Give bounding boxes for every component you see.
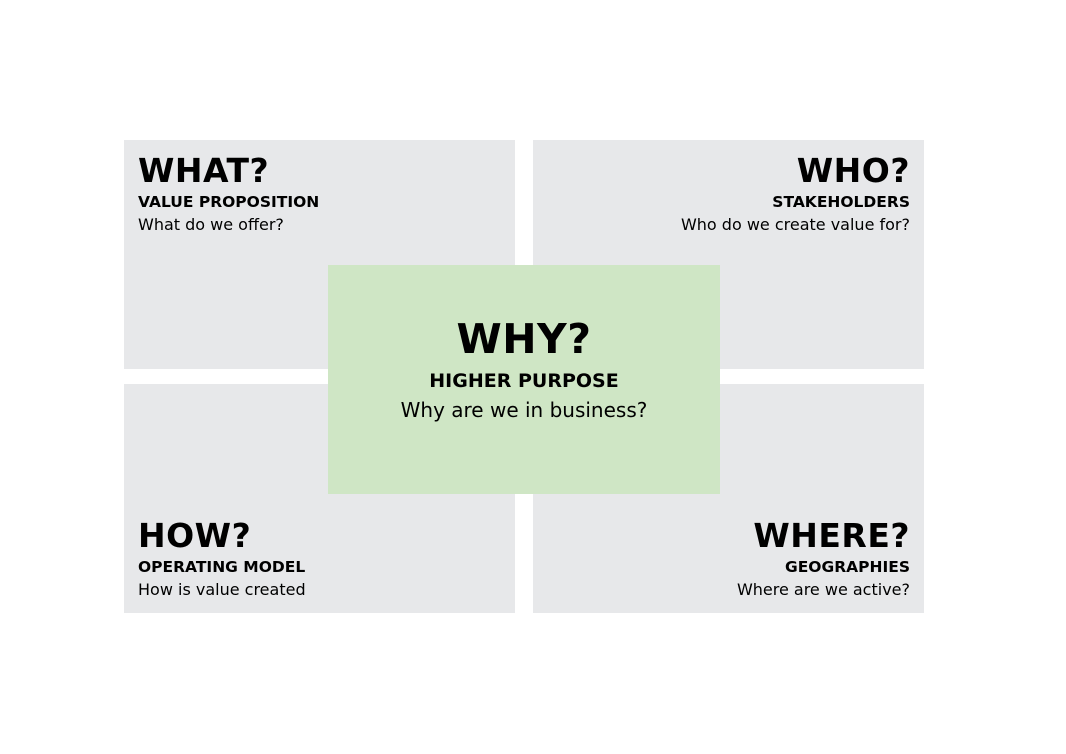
center-why: WHY? HIGHER PURPOSE Why are we in busine… xyxy=(328,265,720,494)
center-subtitle: HIGHER PURPOSE xyxy=(429,370,619,392)
quadrant-title: WHERE? xyxy=(753,516,910,555)
quadrant-subtitle: GEOGRAPHIES xyxy=(785,558,910,576)
quadrant-what: WHAT? VALUE PROPOSITION What do we offer… xyxy=(124,140,515,369)
quadrant-subtitle: OPERATING MODEL xyxy=(138,558,306,576)
quadrant-title: WHAT? xyxy=(138,151,270,190)
quadrant-description: What do we offer? xyxy=(138,215,284,234)
center-title: WHY? xyxy=(456,315,592,363)
quadrant-description: Who do we create value for? xyxy=(680,215,910,234)
quadrant-subtitle: VALUE PROPOSITION xyxy=(138,193,320,211)
quadrant-title: WHO? xyxy=(796,151,910,190)
quadrant-description: How is value created xyxy=(138,580,306,599)
quadrant-how: HOW? OPERATING MODEL How is value create… xyxy=(124,384,515,613)
quadrant-title: HOW? xyxy=(138,516,252,555)
quadrant-description: Where are we active? xyxy=(736,580,910,599)
quadrant-subtitle: STAKEHOLDERS xyxy=(772,193,910,211)
center-description: Why are we in business? xyxy=(400,398,648,422)
